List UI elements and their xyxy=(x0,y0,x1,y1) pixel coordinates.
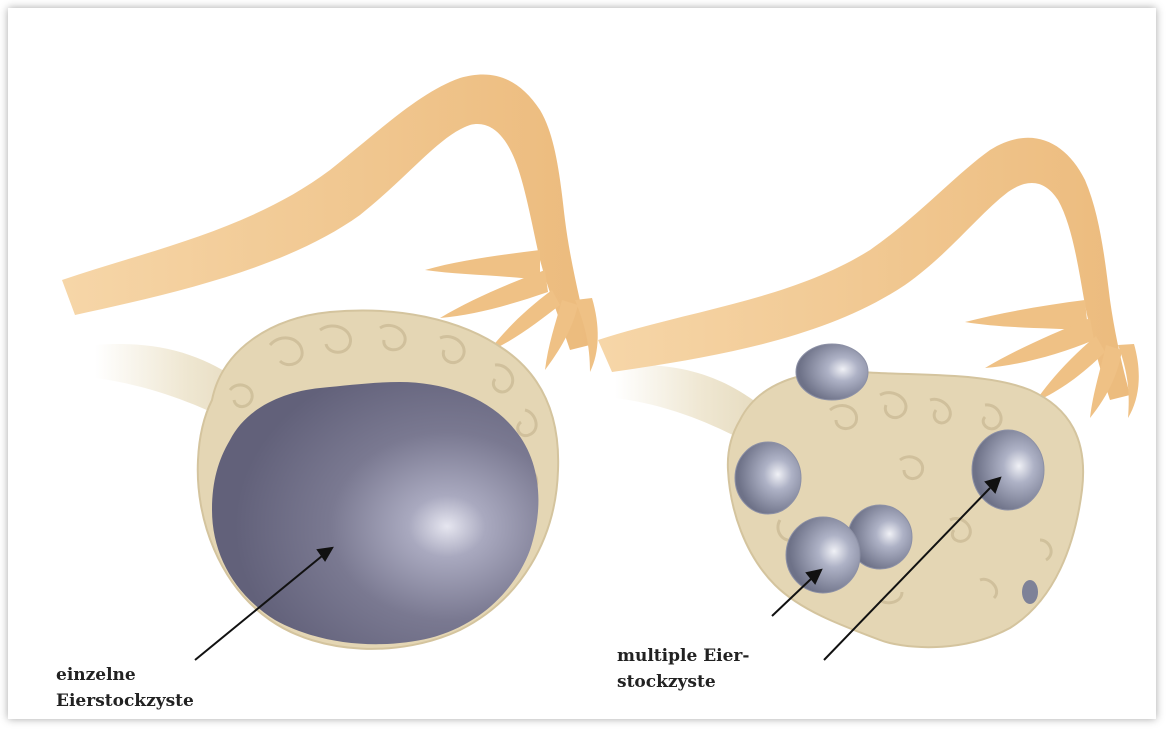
left-ovary-group xyxy=(62,75,598,649)
label-single-cyst: einzelne Eierstockzyste xyxy=(56,662,194,714)
small-cyst-middle-left xyxy=(786,517,860,593)
left-fallopian-tube xyxy=(62,75,590,350)
small-cyst-right xyxy=(972,430,1044,510)
small-cyst-left xyxy=(735,442,801,514)
small-cyst-edge xyxy=(1022,580,1038,604)
right-ovary-group xyxy=(598,138,1139,647)
small-cyst-top xyxy=(796,344,868,400)
label-multiple-cysts: multiple Eier- stockzyste xyxy=(617,643,749,695)
